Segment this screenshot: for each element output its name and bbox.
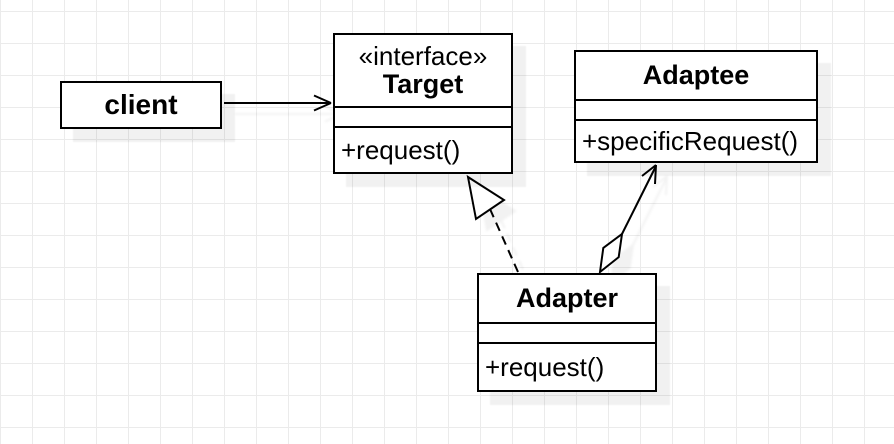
target-method: +request()	[335, 126, 511, 172]
client-class-name: client	[104, 89, 178, 120]
hollow-triangle-arrowhead-icon	[466, 174, 506, 221]
open-arrowhead-icon	[641, 164, 657, 185]
adaptee-method: +specificRequest()	[576, 119, 816, 161]
adapter-title-section: Adapter	[479, 275, 655, 322]
adaptee-class-box[interactable]: Adaptee +specificRequest()	[574, 50, 818, 163]
adaptee-title-section: Adaptee	[576, 52, 816, 99]
adaptee-class-name: Adaptee	[642, 59, 750, 90]
open-arrowhead-icon	[313, 94, 332, 112]
client-class-box[interactable]: client	[60, 81, 222, 129]
aggregation-line	[621, 165, 657, 235]
adapter-method: +request()	[479, 342, 655, 390]
adapter-class-name: Adapter	[515, 282, 618, 313]
adapter-class-box[interactable]: Adapter +request()	[477, 273, 657, 392]
edge-adapter-to-target-realization[interactable]	[466, 174, 519, 273]
edge-adapter-to-adaptee-aggregation[interactable]	[598, 164, 657, 275]
target-class-box[interactable]: «interface» Target +request()	[333, 33, 513, 174]
adapter-attributes-section	[479, 322, 655, 342]
open-diamond-icon	[598, 231, 624, 275]
realization-dashed-line	[489, 208, 519, 273]
target-class-name: Target	[382, 68, 464, 99]
target-title-section: «interface» Target	[335, 35, 511, 106]
target-stereotype: «interface»	[358, 40, 488, 71]
target-attributes-section	[335, 106, 511, 126]
edge-client-to-target[interactable]	[224, 94, 332, 112]
adaptee-attributes-section	[576, 99, 816, 119]
